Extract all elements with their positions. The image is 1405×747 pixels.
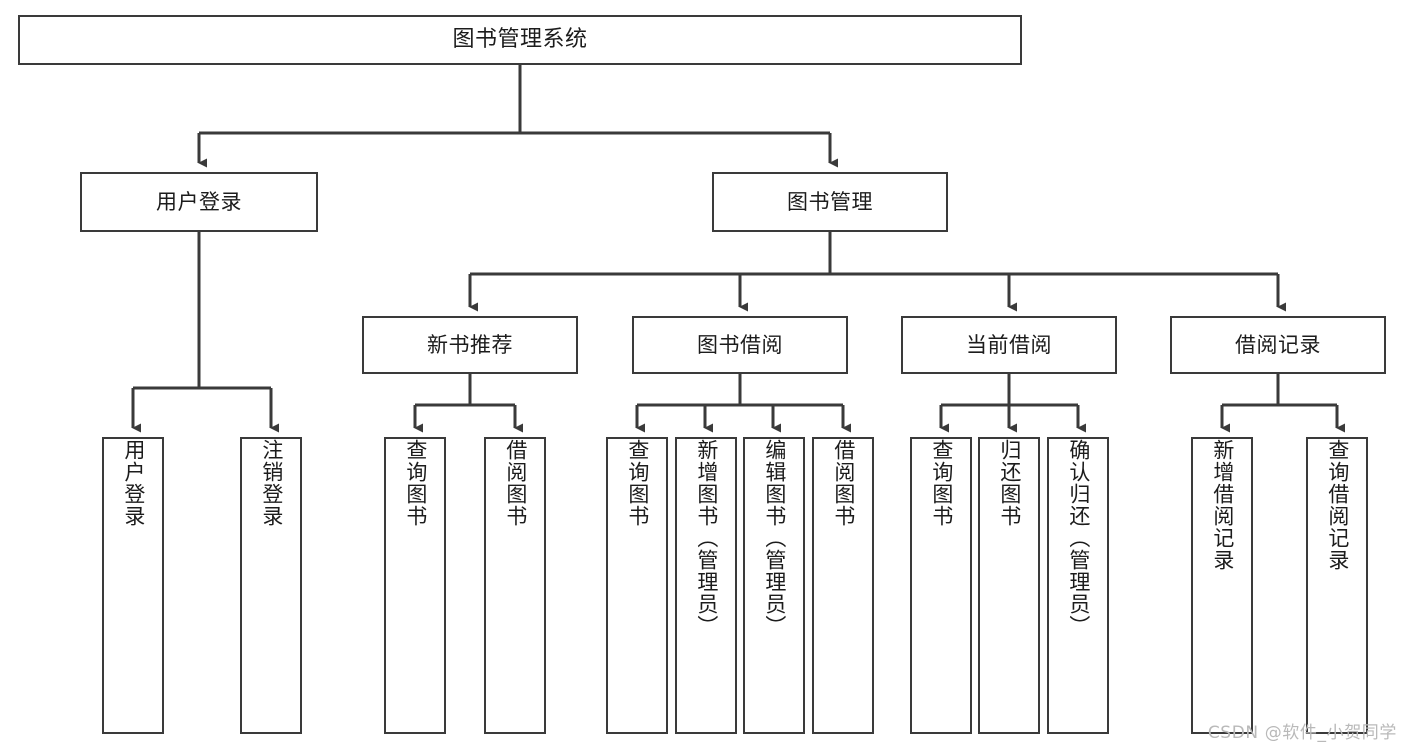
node-label: 查询图书 xyxy=(403,439,428,527)
node-borrow-record[interactable]: 借阅记录 xyxy=(1170,316,1386,374)
node-label: 借阅图书 xyxy=(831,439,856,527)
leaf-borrow-edit-book-admin[interactable]: 编辑图书（管理员） xyxy=(743,437,805,734)
node-label: 新增图书（管理员） xyxy=(694,439,719,637)
node-label: 归还图书 xyxy=(997,439,1022,527)
node-label: 图书借阅 xyxy=(697,332,783,357)
node-label: 图书管理系统 xyxy=(452,27,588,53)
node-new-book-recommend[interactable]: 新书推荐 xyxy=(362,316,578,374)
node-label: 查询借阅记录 xyxy=(1325,439,1350,571)
leaf-user-login-login[interactable]: 用户登录 xyxy=(102,437,164,734)
node-label: 编辑图书（管理员） xyxy=(762,439,787,637)
node-label: 确认归还（管理员） xyxy=(1066,439,1091,637)
node-current-borrow[interactable]: 当前借阅 xyxy=(901,316,1117,374)
node-book-borrow[interactable]: 图书借阅 xyxy=(632,316,848,374)
leaf-current-confirm-return-admin[interactable]: 确认归还（管理员） xyxy=(1047,437,1109,734)
node-label: 用户登录 xyxy=(121,439,146,527)
node-label: 新书推荐 xyxy=(427,332,513,357)
leaf-user-login-logout[interactable]: 注销登录 xyxy=(240,437,302,734)
leaf-record-add-record[interactable]: 新增借阅记录 xyxy=(1191,437,1253,734)
node-label: 查询图书 xyxy=(625,439,650,527)
leaf-recommend-query-book[interactable]: 查询图书 xyxy=(384,437,446,734)
node-label: 注销登录 xyxy=(259,439,284,527)
leaf-borrow-add-book-admin[interactable]: 新增图书（管理员） xyxy=(675,437,737,734)
leaf-borrow-query-book[interactable]: 查询图书 xyxy=(606,437,668,734)
node-label: 借阅图书 xyxy=(503,439,528,527)
node-label: 用户登录 xyxy=(156,189,242,214)
csdn-watermark: CSDN @软件_小贺同学 xyxy=(1207,723,1397,743)
leaf-borrow-borrow-book[interactable]: 借阅图书 xyxy=(812,437,874,734)
node-label: 借阅记录 xyxy=(1235,332,1321,357)
leaf-current-query-book[interactable]: 查询图书 xyxy=(910,437,972,734)
node-label: 图书管理 xyxy=(787,189,873,214)
node-label: 查询图书 xyxy=(929,439,954,527)
node-user-login[interactable]: 用户登录 xyxy=(80,172,318,232)
node-root-system[interactable]: 图书管理系统 xyxy=(18,15,1022,65)
node-label: 新增借阅记录 xyxy=(1210,439,1235,571)
leaf-recommend-borrow-book[interactable]: 借阅图书 xyxy=(484,437,546,734)
leaf-record-query-record[interactable]: 查询借阅记录 xyxy=(1306,437,1368,734)
node-book-management[interactable]: 图书管理 xyxy=(712,172,948,232)
node-label: 当前借阅 xyxy=(966,332,1052,357)
leaf-current-return-book[interactable]: 归还图书 xyxy=(978,437,1040,734)
